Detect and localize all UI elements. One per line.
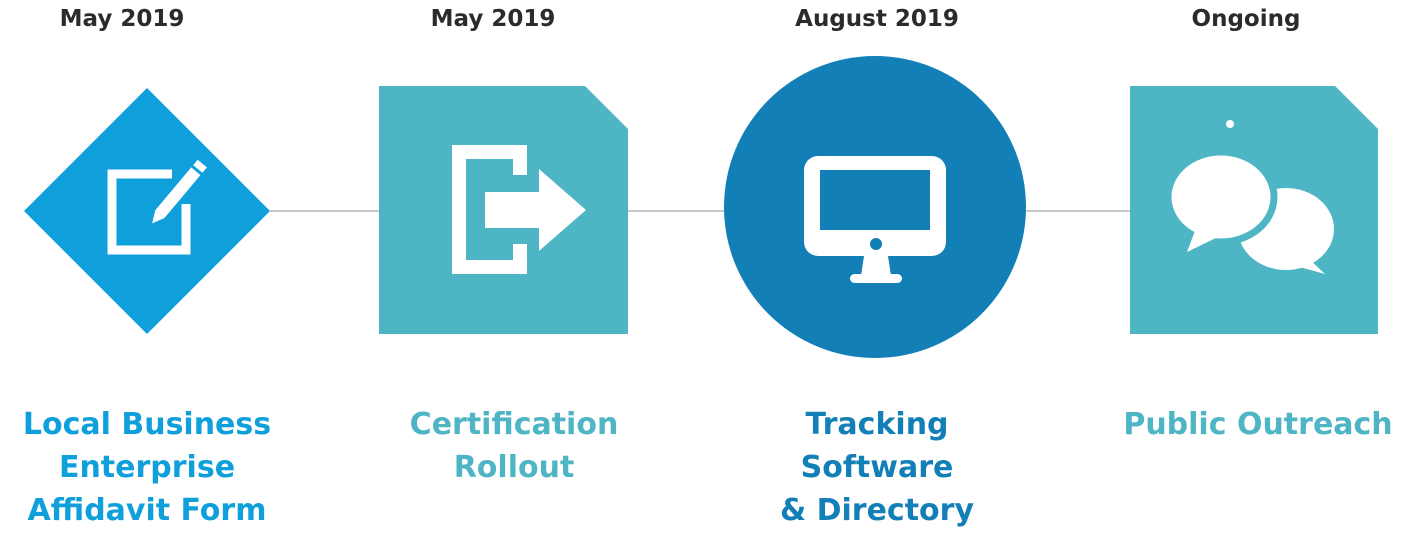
milestone-2-label: Certification Rollout xyxy=(409,407,619,485)
milestone-1-label: Local Business Enterprise Affidavit Form xyxy=(22,407,272,528)
milestone-3-date: August 2019 xyxy=(795,6,959,32)
milestone-3-circle xyxy=(724,56,1026,358)
milestone-2-date: May 2019 xyxy=(430,6,556,32)
connector-line-2 xyxy=(628,210,724,212)
milestone-1-date: May 2019 xyxy=(59,6,185,32)
edit-form-icon xyxy=(107,159,207,255)
milestone-3-label: Tracking Software & Directory xyxy=(779,407,975,528)
speech-bubbles-icon xyxy=(1164,120,1334,274)
connector-line-1 xyxy=(270,210,380,212)
milestone-2-folded-square xyxy=(379,86,628,334)
desktop-monitor-icon xyxy=(804,156,946,283)
sign-in-arrow-icon xyxy=(452,145,586,274)
milestone-1-diamond xyxy=(24,88,270,334)
milestone-4-label: Public Outreach xyxy=(1123,407,1393,442)
milestone-4-folded-square xyxy=(1130,86,1378,334)
connector-line-3 xyxy=(1026,210,1130,212)
milestone-4-date: Ongoing xyxy=(1191,6,1301,32)
